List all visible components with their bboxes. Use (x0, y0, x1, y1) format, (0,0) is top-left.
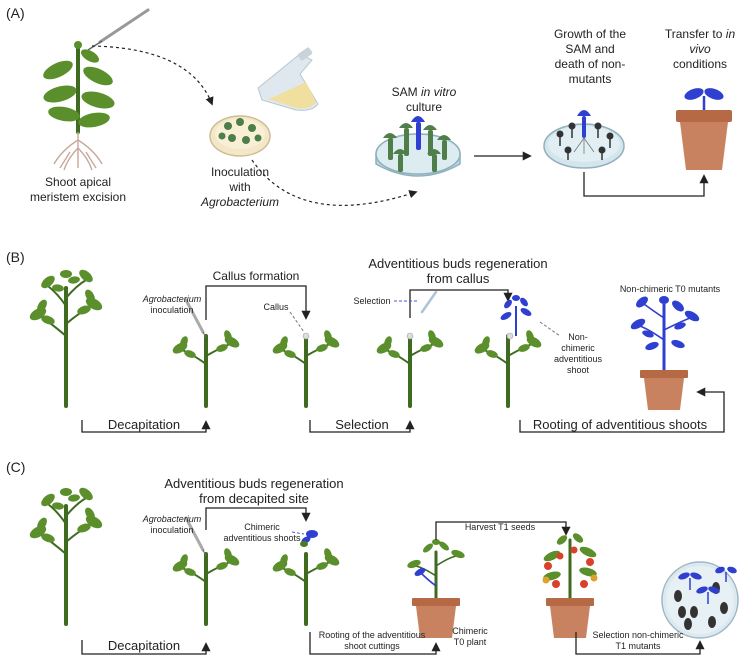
seed-petri-dish-icon (661, 561, 739, 639)
plant-b1-icon (25, 265, 107, 408)
flask-icon (257, 47, 319, 111)
non-chimeric-pointer (539, 321, 561, 337)
decapitated-plant-c2-icon (168, 545, 244, 626)
c-chimeric-plant-2: T0 plant (454, 637, 487, 647)
arrow-rooting-c (309, 632, 441, 655)
growth-label-1: Growth of the (554, 27, 626, 41)
b-inoc-label: inoculation (150, 305, 193, 315)
b-adv-title-2: from callus (427, 271, 490, 286)
callus-b4-icon (406, 332, 414, 340)
c-rooting-2: shoot cuttings (344, 641, 400, 651)
panel-label-b: (B) (6, 249, 25, 265)
panel-label-a: (A) (6, 5, 25, 21)
callus-pointer (289, 311, 305, 333)
arrow-harvest (435, 521, 571, 540)
t0-mutant-potted-plant-icon (630, 296, 700, 410)
scalpel-icon (87, 8, 150, 51)
selection-pipette-icon (420, 290, 438, 314)
arrow-selection-b (309, 420, 415, 433)
c-inoc-label: inoculation (150, 525, 193, 535)
b-agro-label: Agrobacterium (142, 294, 202, 304)
c-harvest-label: Harvest T1 seeds (465, 522, 536, 532)
b-selection-small-label: Selection (353, 296, 390, 306)
decapitated-plant-b2-icon (168, 327, 244, 408)
transfer-label-1: Transfer to in (665, 27, 736, 41)
arrow-rooting-b (519, 387, 725, 433)
syringe-c-icon (184, 516, 207, 557)
excision-label-1: Shoot apical (45, 175, 111, 189)
growth-label-2: SAM and (565, 42, 614, 56)
growth-dish-icon (543, 110, 625, 169)
arrow-excision-to-inoculation (91, 45, 214, 106)
growth-label-3: death of non- (555, 57, 626, 71)
c-selection-1: Selection non-chimeric (592, 630, 684, 640)
non-chimeric-2: chimeric (561, 343, 595, 353)
tomato-fruiting-plant-icon (542, 533, 598, 638)
b-decapitation-label: Decapitation (108, 417, 180, 432)
c-chimeric-plant-1: Chimeric (452, 626, 488, 636)
arrow-growth-to-transfer (583, 172, 709, 197)
non-chimeric-4: shoot (567, 365, 590, 375)
decapitated-plant-b4-icon (372, 327, 448, 408)
chimeric-t0-potted-plant-icon (407, 539, 465, 638)
c-chimeric-shoots-2: adventitious shoots (223, 533, 301, 543)
t0-mutants-label: Non-chimeric T0 mutants (620, 284, 721, 294)
inoculation-label-2: with (228, 180, 250, 194)
adventitious-shoot-blue-icon (498, 294, 534, 337)
decapitated-plant-b3-icon (268, 327, 344, 408)
arrow-decapitation-b (81, 420, 211, 433)
sam-culture-label-2: culture (406, 100, 442, 114)
b-adv-title-1: Adventitious buds regeneration (368, 256, 547, 271)
transfer-label-3: conditions (673, 57, 727, 71)
inoculation-agent-label: Agrobacterium (200, 195, 279, 209)
callus-b5-icon (506, 332, 514, 340)
callus-formation-label: Callus formation (213, 269, 300, 283)
transfer-pot-icon (676, 88, 732, 170)
decapitated-plant-b5-icon (470, 327, 546, 408)
non-chimeric-1: Non- (568, 332, 588, 342)
c-decapitation-label: Decapitation (108, 638, 180, 653)
chimeric-pointer (291, 531, 305, 535)
panel-label-c: (C) (6, 459, 25, 475)
arrow-callus-formation (205, 285, 311, 320)
syringe-icon (184, 298, 207, 339)
callus-icon (302, 332, 310, 340)
inoculation-label-1: Inoculation (211, 165, 269, 179)
arrow-adventitious-buds-c (205, 507, 311, 530)
c-adv-title-2: from decapited site (199, 491, 309, 506)
excision-label-2: meristem excision (30, 190, 126, 204)
callus-label: Callus (263, 302, 289, 312)
c-rooting-1: Rooting of the adventitious (319, 630, 426, 640)
sam-culture-dish-icon (375, 116, 461, 177)
c-selection-2: T1 mutants (615, 641, 661, 651)
arrow-inoculation-to-culture (251, 159, 418, 206)
transfer-label-2: vivo (689, 42, 711, 56)
inoculation-petri-dish-icon (209, 115, 271, 157)
arrow-adventitious-buds-b (409, 289, 513, 318)
arrow-selection-c (575, 632, 705, 655)
c-chimeric-shoots-1: Chimeric (244, 522, 280, 532)
decapitated-plant-c3-icon (268, 545, 344, 626)
sam-culture-label-1: SAM in vitro (392, 85, 457, 99)
non-chimeric-3: adventitious (554, 354, 603, 364)
b-rooting-label: Rooting of adventitious shoots (533, 417, 708, 432)
plant-c1-icon (25, 483, 107, 626)
arrow-decapitation-c (81, 640, 211, 655)
b-selection-label: Selection (335, 417, 388, 432)
c-adv-title-1: Adventitious buds regeneration (164, 476, 343, 491)
c-agro-label: Agrobacterium (142, 514, 202, 524)
chimeric-shoot-icon (300, 530, 318, 547)
plant-with-roots-icon (43, 41, 115, 171)
growth-label-4: mutants (569, 72, 612, 86)
